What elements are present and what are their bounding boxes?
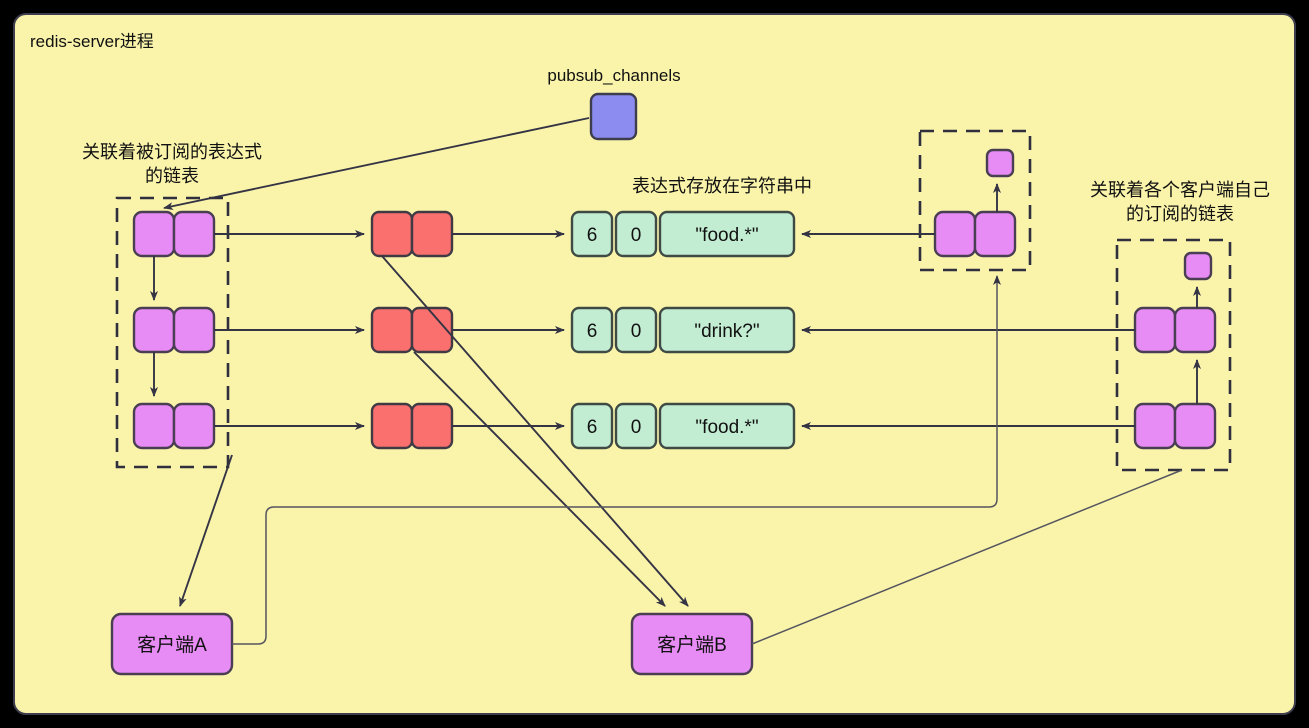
right-heading-line2: 的订阅的链表	[1126, 204, 1234, 224]
client-a-to-subscription-list-edge	[232, 275, 1001, 645]
left-heading-line1: 关联着被订阅的表达式	[82, 142, 262, 162]
server-panel	[13, 13, 1296, 715]
client-b-to-subscription-list-edge	[751, 469, 1183, 645]
mid-node-2	[370, 306, 454, 354]
string-3-encoding: 0	[631, 417, 642, 438]
mid-node1-to-client-b-edge	[381, 255, 689, 607]
left-node-2	[132, 306, 216, 354]
string-1-encoding: 0	[631, 225, 642, 246]
mid-node-1	[370, 210, 454, 258]
right-heading-line1: 关联着各个客户端自己	[1090, 180, 1270, 200]
string-2-encoding: 0	[631, 321, 642, 342]
string-1-value: "food.*"	[695, 225, 758, 246]
mid-node2-to-client-b-edge	[413, 351, 666, 607]
client-b-label: 客户端B	[657, 634, 727, 656]
client-a-label: 客户端A	[137, 634, 207, 656]
string-2-refcount: 6	[587, 321, 598, 342]
client-b-list-tail-marker	[1183, 251, 1213, 281]
page-title: redis-server进程	[30, 32, 154, 51]
string-object-3: 6 0 "food.*"	[570, 402, 796, 450]
client-b-node-1	[1133, 306, 1217, 354]
mid-node-3	[370, 402, 454, 450]
string-object-1: 6 0 "food.*"	[570, 210, 796, 258]
center-heading: 表达式存放在字符串中	[632, 176, 812, 196]
client-a-node-1	[933, 210, 1017, 258]
string-3-value: "food.*"	[695, 417, 758, 438]
client-a-list-tail-marker	[985, 148, 1015, 178]
string-2-value: "drink?"	[694, 321, 759, 342]
left-node-1	[132, 210, 216, 258]
string-3-refcount: 6	[587, 417, 598, 438]
left-heading-line2: 的链表	[145, 166, 199, 186]
client-a: 客户端A	[110, 612, 234, 676]
pubsub-channels-node	[589, 92, 638, 141]
client-b-node-2	[1133, 402, 1217, 450]
pubsub-to-left-head-edge	[163, 117, 590, 211]
string-1-refcount: 6	[587, 225, 598, 246]
pubsub-channels-label: pubsub_channels	[547, 66, 680, 85]
client-b: 客户端B	[630, 612, 754, 676]
left-node-3	[132, 402, 216, 450]
string-object-2: 6 0 "drink?"	[570, 306, 796, 354]
client-a-list-dashed-box	[918, 129, 1032, 272]
left-list-to-client-a-edge	[179, 454, 233, 607]
client-b-list-dashed-box	[1115, 238, 1232, 472]
